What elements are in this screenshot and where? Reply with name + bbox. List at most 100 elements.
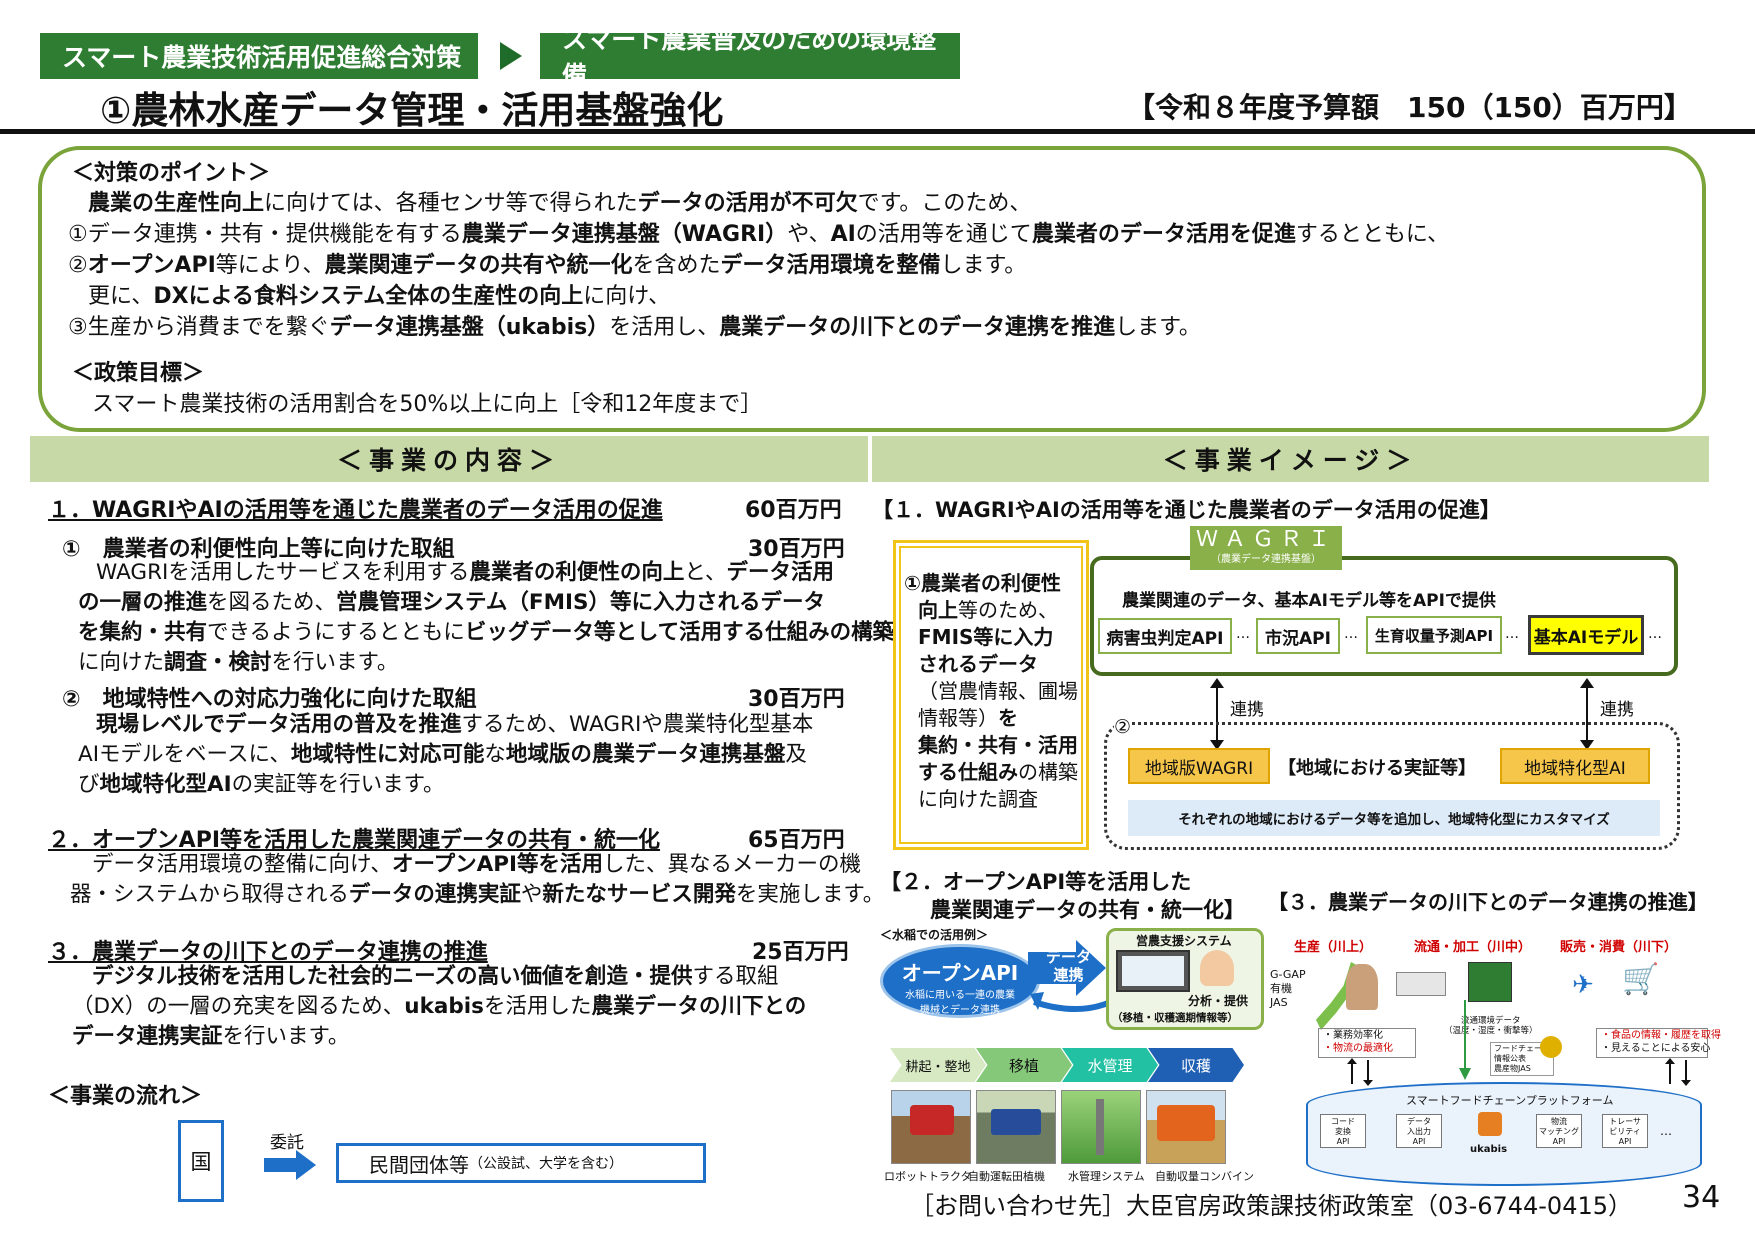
local-wagri: 地域版WAGRI [1128, 748, 1270, 784]
stage-distribution: 流通・加工（川中） [1414, 940, 1532, 955]
rice-transplanter-image [976, 1090, 1056, 1164]
link-arrow-left-icon [1210, 678, 1224, 750]
stage-sales: 販売・消費（川下） [1560, 940, 1678, 955]
efficiency-box: ・業務効率化・物流の最適化 [1318, 1028, 1416, 1058]
flow-org-box: 民間団体等（公設試、大学を含む） [336, 1143, 706, 1183]
person-icon [1200, 950, 1234, 986]
item-1a-line-4: に向けた調査・検討を行います。 [78, 650, 399, 675]
local-box [1104, 722, 1680, 850]
open-api-ellipse: オープンAPI 水稲に用いる一連の農業 機械とデータ連携 [880, 944, 1040, 1018]
ukabis-logo-icon [1478, 1112, 1502, 1136]
contact-info: ［お問い合わせ先］大臣官房政策課技術政策室（03-6744-0415） [910, 1192, 1633, 1220]
open-api-sub-2: 機械とデータ連携 [920, 1005, 1000, 1016]
truck-icon [1396, 972, 1446, 996]
platform-label: スマートフードチェーンプラットフォーム [1406, 1094, 1614, 1107]
base-ai-model: 基本AIモデル [1528, 615, 1644, 655]
item-2-line-2: 器・システムから取得されるデータの連携実証や新たなサービス開発を実施します。 [70, 882, 885, 907]
combine-image [1146, 1090, 1226, 1164]
env-arrow-icon [1459, 1000, 1471, 1080]
local-wagri-label: 地域版WAGRI [1144, 758, 1254, 779]
robot-tractor-image [891, 1090, 971, 1164]
yellow-box-text: ①農業者の利便性 向上等のため、 FMIS等に入力 されるデータ （営農情報、圃… [904, 571, 1078, 811]
api-dots-4: … [1648, 626, 1662, 642]
item-3-line-2: （DX）の一層の充実を図るため、ukabisを活用した農業データの川下との [72, 994, 807, 1019]
subprogram-tag: スマート農業普及のための環境整備 [540, 25, 960, 90]
header-rule [0, 129, 1755, 134]
policy-points-box [38, 146, 1706, 432]
diagram-3-title: 【３．農業データの川下とのデータ連携の推進】 [1268, 890, 1708, 914]
step-tillage-label: 耕起・整地 [905, 1059, 971, 1075]
page-title: ①農林水産データ管理・活用基盤強化 [100, 89, 724, 132]
step-harvest-label: 収穫 [1180, 1056, 1211, 1075]
rice-example-label: ＜水稲での活用例＞ [880, 928, 989, 942]
item-2-amount: 65百万円 [748, 828, 845, 853]
step-water: 水管理 [1062, 1048, 1158, 1082]
diagram-2-title-2: 農業関連データの共有・統一化】 [930, 898, 1245, 922]
local-note: それぞれの地域におけるデータ等を追加し、地域特化型にカスタマイズ [1128, 800, 1660, 836]
farmer-icon [1346, 964, 1378, 1010]
item-1-amount: 60百万円 [745, 498, 842, 523]
item-1a-line-1: WAGRIを活用したサービスを利用する農業者の利便性の向上と、データ活用 [96, 560, 835, 585]
points-line-2: ①データ連携・共有・提供機能を有する農業データ連携基盤（WAGRI）や、AIの活… [68, 222, 1450, 247]
provide-text: 農業関連のデータ、基本AIモデル等をAPIで提供 [1122, 591, 1496, 611]
item-2-line-1: データ活用環境の整備に向け、オープンAPI等を活用した、異なるメーカーの機 [92, 852, 862, 877]
plane-icon: ✈ [1572, 970, 1594, 1000]
item-3-heading: ３．農業データの川下とのデータ連携の推進 [48, 940, 488, 965]
item-3-line-3: データ連携実証を行います。 [72, 1024, 350, 1049]
budget-amount: 【令和８年度予算額 150（150）百万円】 [1127, 91, 1692, 124]
api-market-label: 市況API [1265, 628, 1331, 649]
machine-label-4: 自動収量コンバイン [1155, 1170, 1254, 1183]
flow-arrow-icon [264, 1150, 316, 1180]
subprogram-tag-label: スマート農業普及のための環境整備 [562, 25, 937, 90]
link-label-left: 連携 [1230, 700, 1264, 720]
stage-production: 生産（川上） [1294, 940, 1373, 955]
api-dots-3: … [1505, 626, 1519, 642]
business-content-header: ＜事業の内容＞ [30, 436, 868, 482]
business-image-header: ＜事業イメージ＞ [872, 436, 1709, 482]
api-pest-label: 病害虫判定API [1106, 628, 1224, 649]
link-label-right: 連携 [1600, 700, 1634, 720]
link-arrow-right-icon [1580, 678, 1594, 750]
open-api-label: オープンAPI [901, 961, 1019, 985]
flow-label: 委託 [270, 1133, 304, 1153]
platform-api-more: … [1660, 1124, 1672, 1138]
item-2-heading: ２．オープンAPI等を活用した農業関連データの共有・統一化 [48, 828, 661, 853]
page-number: 34 [1682, 1180, 1721, 1215]
wagri-logo-text: ＷＡＧＲＩ [1195, 527, 1336, 552]
item-1b-line-1: 現場レベルでデータ活用の普及を推進するため、WAGRIや農業特化型基本 [96, 712, 814, 737]
flow-org-label: 民間団体等 [369, 1152, 469, 1177]
circle-2-label: ② [1114, 716, 1132, 738]
warehouse-icon [1468, 962, 1512, 1002]
step-planting: 移植 [976, 1048, 1072, 1082]
item-1b-line-2: AIモデルをベースに、地域特性に対応可能な地域版の農業データ連携基盤及 [78, 742, 807, 767]
diagram-2-title-1: 【２．オープンAPI等を活用した [880, 870, 1192, 894]
item-3-amount: 25百万円 [752, 940, 849, 965]
api-pest: 病害虫判定API [1098, 618, 1232, 654]
local-ai-label: 地域特化型AI [1524, 758, 1626, 779]
item-1b-line-3: び地域特化型AIの実証等を行います。 [78, 772, 445, 797]
wagri-logo: ＷＡＧＲＩ （農業データ連携基盤） [1190, 526, 1342, 570]
local-note-label: それぞれの地域におけるデータ等を追加し、地域特化型にカスタマイズ [1178, 812, 1610, 828]
api-dots-1: … [1236, 626, 1250, 642]
api-dots-2: … [1344, 626, 1358, 642]
goal-heading: ＜政策目標＞ [72, 361, 205, 386]
local-ai: 地域特化型AI [1500, 748, 1650, 784]
points-line-3: ②オープンAPI等により、農業関連データの共有や統一化を含めたデータ活用環境を整… [68, 253, 1027, 278]
step-planting-label: 移植 [1008, 1056, 1039, 1075]
water-system-image [1061, 1090, 1141, 1164]
step-tillage: 耕起・整地 [890, 1048, 986, 1082]
points-line-5: ③生産から消費までを繋ぐデータ連携基盤（ukabis）を活用し、農業データの川下… [68, 315, 1201, 340]
wagri-logo-sub: （農業データ連携基盤） [1211, 554, 1321, 565]
step-harvest: 収穫 [1148, 1048, 1244, 1082]
farm-system-sub: （移植・収穫適期情報等） [1112, 1012, 1238, 1024]
machine-label-3: 水管理システム [1068, 1170, 1145, 1183]
diagram-1-title: 【１．WAGRIやAIの活用等を通じた農業者のデータ活用の促進】 [872, 498, 1501, 522]
item-3-line-1: デジタル技術を活用した社会的ニーズの高い価値を創造・提供する取組 [92, 964, 779, 989]
open-api-sub-1: 水稲に用いる一連の農業 [905, 990, 1015, 1001]
analyze-label: 分析・提供 [1188, 994, 1249, 1008]
step-water-label: 水管理 [1087, 1056, 1133, 1075]
consumer-info-box: ・食品の情報・履歴を取得・見えることによる安心 [1596, 1028, 1721, 1058]
